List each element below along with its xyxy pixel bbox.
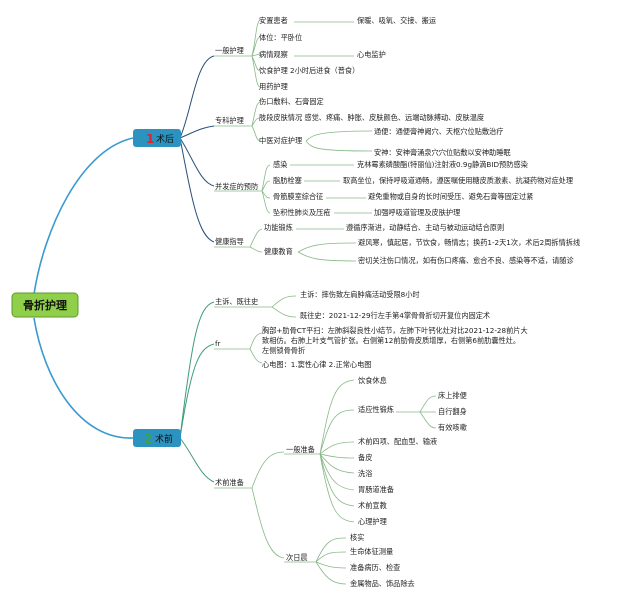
pneumonia-detail: 加强呼吸道管理及皮肤护理 xyxy=(374,208,460,217)
settle-patient-detail: 保暖、吸氧、交接、搬运 xyxy=(357,16,436,25)
postop-health: 健康指导 功能锻炼 遵循序渐进，动静结合、主动与被动运动结合原则 健康教育 避风… xyxy=(214,223,580,265)
diet-care[interactable]: 饮食护理 2小时后进食（普食） xyxy=(259,66,359,75)
body-position[interactable]: 体位：平卧位 xyxy=(259,33,302,42)
psychological-care[interactable]: 心理护理 xyxy=(358,517,387,526)
tcm-laxative: 通便：通便膏神阙穴、天枢穴位贴敷治疗 xyxy=(374,127,503,136)
ct-report-line-1: 胸部+肋骨CT平扫：左肺斜裂良性小结节，左肺下叶钙化灶对比2021-12-28前… xyxy=(262,326,528,335)
health-education[interactable]: 健康教育 xyxy=(264,247,293,256)
skin-prep[interactable]: 备皮 xyxy=(358,453,372,462)
fat-embolism-detail: 取高坐位，保持呼吸道通畅，遵医嘱使用糖皮质激素、抗凝药物对症处理 xyxy=(343,176,573,185)
compartment-syndrome[interactable]: 骨筋膜室综合征 xyxy=(273,192,323,201)
postop-specialty: 专科护理 伤口敷料、石膏固定 肢段皮肤情况 感觉、疼痛、肿胀、皮肤颜色、远端动脉… xyxy=(214,97,511,157)
category-preop-number: 2 xyxy=(144,432,152,446)
settle-patient[interactable]: 安置患者 xyxy=(259,16,288,25)
infection[interactable]: 感染 xyxy=(273,160,287,169)
ecg-monitoring: 心电监护 xyxy=(357,50,386,59)
fr-label[interactable]: fr xyxy=(215,339,221,348)
chief-complaint: 主诉：摔伤致左肩肿痛活动受限8小时 xyxy=(300,290,420,299)
limb-skin-condition[interactable]: 肢段皮肤情况 感觉、疼痛、肿胀、皮肤颜色、远端动脉搏动、皮肤温度 xyxy=(259,113,484,122)
next-morning-label[interactable]: 次日晨 xyxy=(286,553,308,562)
condition-observation[interactable]: 病情观察 xyxy=(259,50,288,59)
root-node[interactable]: 骨折护理 xyxy=(11,292,79,318)
root-to-preop-link xyxy=(33,317,134,439)
complication-prevention-label[interactable]: 并发症的预防 xyxy=(215,182,258,191)
gi-prep[interactable]: 胃肠道准备 xyxy=(358,485,394,494)
tcm-care[interactable]: 中医对症护理 xyxy=(259,136,302,145)
root-label: 骨折护理 xyxy=(23,298,67,312)
category-preop-node[interactable]: 2 术前 xyxy=(133,429,181,447)
postop-complication: 并发症的预防 感染 克林霉素磷酸酯(特丽仙)注射液0.9g静滴BID预防感染 脂… xyxy=(214,160,573,217)
bed-defecation: 床上排便 xyxy=(438,391,467,400)
prepare-records[interactable]: 准备病历、检查 xyxy=(350,563,400,572)
functional-exercise[interactable]: 功能锻炼 xyxy=(264,223,293,232)
history-label[interactable]: 主诉、既往史 xyxy=(215,297,258,306)
wound-dressing[interactable]: 伤口敷料、石膏固定 xyxy=(259,97,324,106)
ct-report-line-2: 致相仿。右肺上叶支气管扩张。右侧第12前肋骨皮质增厚，右侧第6前肋囊性灶。 xyxy=(262,336,520,345)
remove-metal[interactable]: 金属物品、饰品除去 xyxy=(350,579,415,588)
category-preop-label: 术前 xyxy=(155,433,173,445)
preop-fr: fr 胸部+肋骨CT平扫：左肺斜裂良性小结节，左肺下叶钙化灶对比2021-12-… xyxy=(214,326,528,369)
education-wound: 密切关注伤口情况，如有伤口疼痛、愈合不良、感染等不适，请随诊 xyxy=(358,256,574,265)
preop-education[interactable]: 术前宣教 xyxy=(358,501,387,510)
ecg-result: 心电图：1.窦性心律 2.正常心电图 xyxy=(262,360,371,369)
specialty-care-label[interactable]: 专科护理 xyxy=(215,116,244,125)
education-lifestyle: 避风寒，慎起居，节饮食，畅情志；换药1-2天1次，术后2周拆情拆线 xyxy=(358,238,580,247)
vital-signs[interactable]: 生命体征测量 xyxy=(350,547,393,556)
diet-rest[interactable]: 饮食休息 xyxy=(358,376,387,385)
general-care-label[interactable]: 一般护理 xyxy=(215,46,244,55)
effective-cough: 有效咳嗽 xyxy=(438,423,467,432)
category-postop-node[interactable]: 1 术后 xyxy=(133,129,181,147)
postop-branch-links xyxy=(179,55,215,243)
preop-history: 主诉、既往史 主诉：摔伤致左肩肿痛活动受限8小时 既往史：2021-12-29行… xyxy=(214,290,490,320)
preop-tests[interactable]: 术前四项、配血型、输液 xyxy=(358,437,437,446)
category-postop-label: 术后 xyxy=(156,133,174,145)
adaptive-training[interactable]: 适应性锻炼 xyxy=(358,405,394,414)
verify[interactable]: 核实 xyxy=(350,533,364,542)
preop-preparation: 术前准备 一般准备 饮食休息 适应性锻炼 术前四项、配血型、输液 备皮 洗浴 胃… xyxy=(214,376,467,588)
fat-embolism[interactable]: 脂肪栓塞 xyxy=(273,176,302,185)
medication-care[interactable]: 用药护理 xyxy=(259,82,288,91)
category-postop-number: 1 xyxy=(146,132,154,146)
tcm-sedative: 安神：安神膏涌泉穴穴位贴敷以安神助睡眠 xyxy=(374,148,511,157)
postop-general: 一般护理 安置患者 保暖、吸氧、交接、搬运 体位：平卧位 病情观察 心电监护 饮… xyxy=(214,16,436,91)
exercise-detail: 遵循序渐进，动静结合、主动与被动运动结合原则 xyxy=(346,223,504,232)
bathing[interactable]: 洗浴 xyxy=(358,469,372,478)
past-history: 既往史：2021-12-29行左手第4掌骨骨折切开复位内固定术 xyxy=(300,311,490,320)
root-to-postop-link xyxy=(33,137,134,295)
preop-prep-label[interactable]: 术前准备 xyxy=(215,478,244,487)
preop-branch-links xyxy=(179,301,215,483)
clavicle-fracture: 左侧锁骨骨折 xyxy=(262,346,305,355)
compartment-detail: 避免重物或自身的长时间受压、避免石膏等固定过紧 xyxy=(368,192,533,201)
self-turning: 自行翻身 xyxy=(438,407,467,416)
pneumonia-pressure-sore[interactable]: 坠积性肺炎及压疮 xyxy=(273,208,331,217)
infection-detail: 克林霉素磷酸酯(特丽仙)注射液0.9g静滴BID预防感染 xyxy=(357,160,528,169)
general-prep-label[interactable]: 一般准备 xyxy=(286,445,315,454)
health-guidance-label[interactable]: 健康指导 xyxy=(215,237,244,246)
